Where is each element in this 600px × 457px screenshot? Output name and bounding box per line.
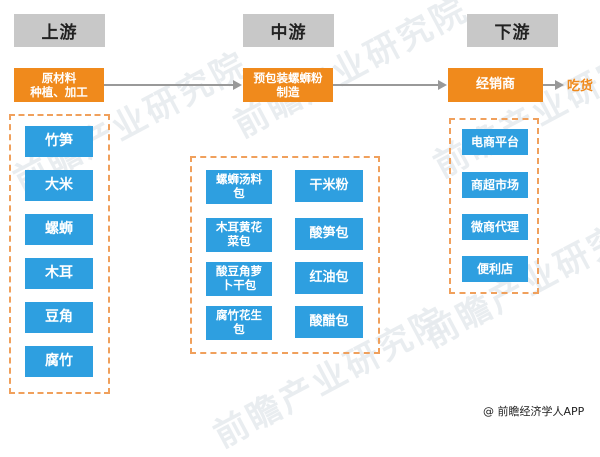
upstream-group <box>9 114 110 394</box>
arrow-head-icon <box>438 80 447 90</box>
flow-line <box>543 84 557 86</box>
stage-upstream: 上游 <box>14 14 105 47</box>
downstream-item: 微商代理 <box>462 214 528 240</box>
upstream-item: 腐竹 <box>25 346 93 377</box>
flow-line <box>333 84 440 86</box>
flow-line <box>104 84 235 86</box>
downstream-item: 电商平台 <box>462 129 528 155</box>
downstream-item: 便利店 <box>462 256 528 282</box>
upstream-item: 螺蛳 <box>25 214 93 245</box>
midstream-item: 腐竹花生 包 <box>206 306 272 340</box>
upstream-item: 大米 <box>25 170 93 201</box>
arrow-head-icon <box>555 80 564 90</box>
midstream-item: 酸醋包 <box>295 306 363 338</box>
stage-downstream: 下游 <box>467 14 558 47</box>
raw-material-box: 原材料 种植、加工 <box>14 68 104 102</box>
midstream-group <box>190 156 380 354</box>
upstream-item: 木耳 <box>25 258 93 289</box>
source-credit: @ 前瞻经济学人APP <box>483 405 585 418</box>
midstream-item: 红油包 <box>295 262 363 294</box>
downstream-group <box>449 118 539 294</box>
distributor-box: 经销商 <box>448 68 543 102</box>
upstream-item: 豆角 <box>25 302 93 333</box>
midstream-item: 酸笋包 <box>295 218 363 250</box>
downstream-item: 商超市场 <box>462 172 528 198</box>
midstream-item: 木耳黄花 菜包 <box>206 218 272 252</box>
arrow-head-icon <box>233 80 242 90</box>
midstream-item: 螺蛳汤料 包 <box>206 170 272 204</box>
midstream-item: 干米粉 <box>295 170 363 202</box>
foodie-label: 吃货 <box>567 79 594 94</box>
upstream-item: 竹笋 <box>25 126 93 157</box>
midstream-item: 酸豆角萝 卜干包 <box>206 262 272 296</box>
stage-midstream: 中游 <box>243 14 334 47</box>
luosifen-manufacture-box: 预包装螺蛳粉 制造 <box>243 68 333 102</box>
